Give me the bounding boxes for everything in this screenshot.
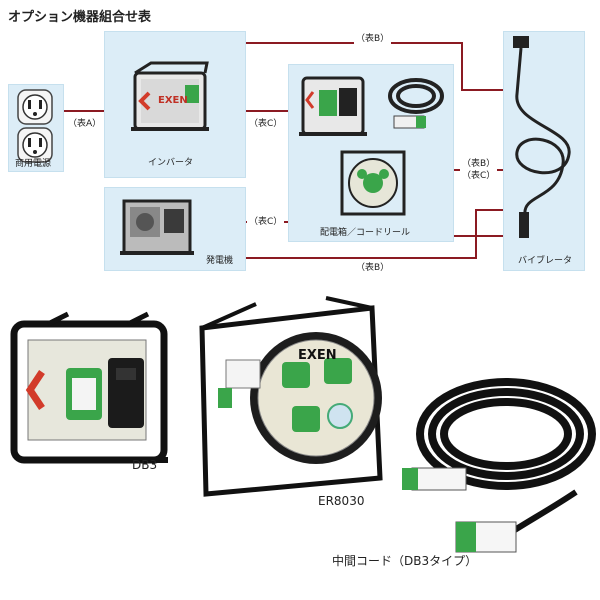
connector-label-c-generator: （表C） <box>247 214 285 227</box>
connector-label-b-top: （表B） <box>354 31 392 44</box>
label-power: 商用電源 <box>15 159 52 169</box>
outlet-icon <box>17 89 53 125</box>
cord-large-illustration <box>402 378 596 553</box>
connector-label-bc-2: （表C） <box>460 168 498 181</box>
inverter-brand: EXEN <box>158 95 188 106</box>
connector-label-b-bottom: （表B） <box>354 260 392 273</box>
caption-db3: DB3 <box>132 458 158 472</box>
line-inverter-vibrator <box>244 42 503 91</box>
cord-reel-illustration <box>340 150 406 216</box>
vibrator-illustration <box>513 36 571 238</box>
label-inverter: インバータ <box>148 158 194 168</box>
distribution-box-illustration <box>299 76 367 136</box>
line-generator-vibrator <box>244 235 503 259</box>
cord-illustration <box>388 78 444 129</box>
db3-illustration <box>10 311 168 464</box>
outlet-icon <box>17 127 53 163</box>
connector-label-bc-1: （表B） <box>460 156 498 169</box>
label-generator: 発電機 <box>206 256 234 266</box>
generator-illustration <box>120 199 194 255</box>
connector-label-c-inverter: （表C） <box>247 116 285 129</box>
er8030-illustration <box>199 296 383 497</box>
caption-er8030: ER8030 <box>318 494 365 508</box>
caption-cord: 中間コード（DB3タイプ） <box>332 554 478 568</box>
line-distribution-vibrator-2 <box>452 209 503 237</box>
er8030-brand: EXEN <box>298 348 337 363</box>
connector-label-a: （表A） <box>66 116 104 129</box>
page-title: オプション機器組合せ表 <box>8 10 152 25</box>
inverter-illustration <box>131 61 209 131</box>
label-distribution: 配電箱／コードリール <box>320 228 411 238</box>
label-vibrator: バイブレータ <box>518 256 573 266</box>
